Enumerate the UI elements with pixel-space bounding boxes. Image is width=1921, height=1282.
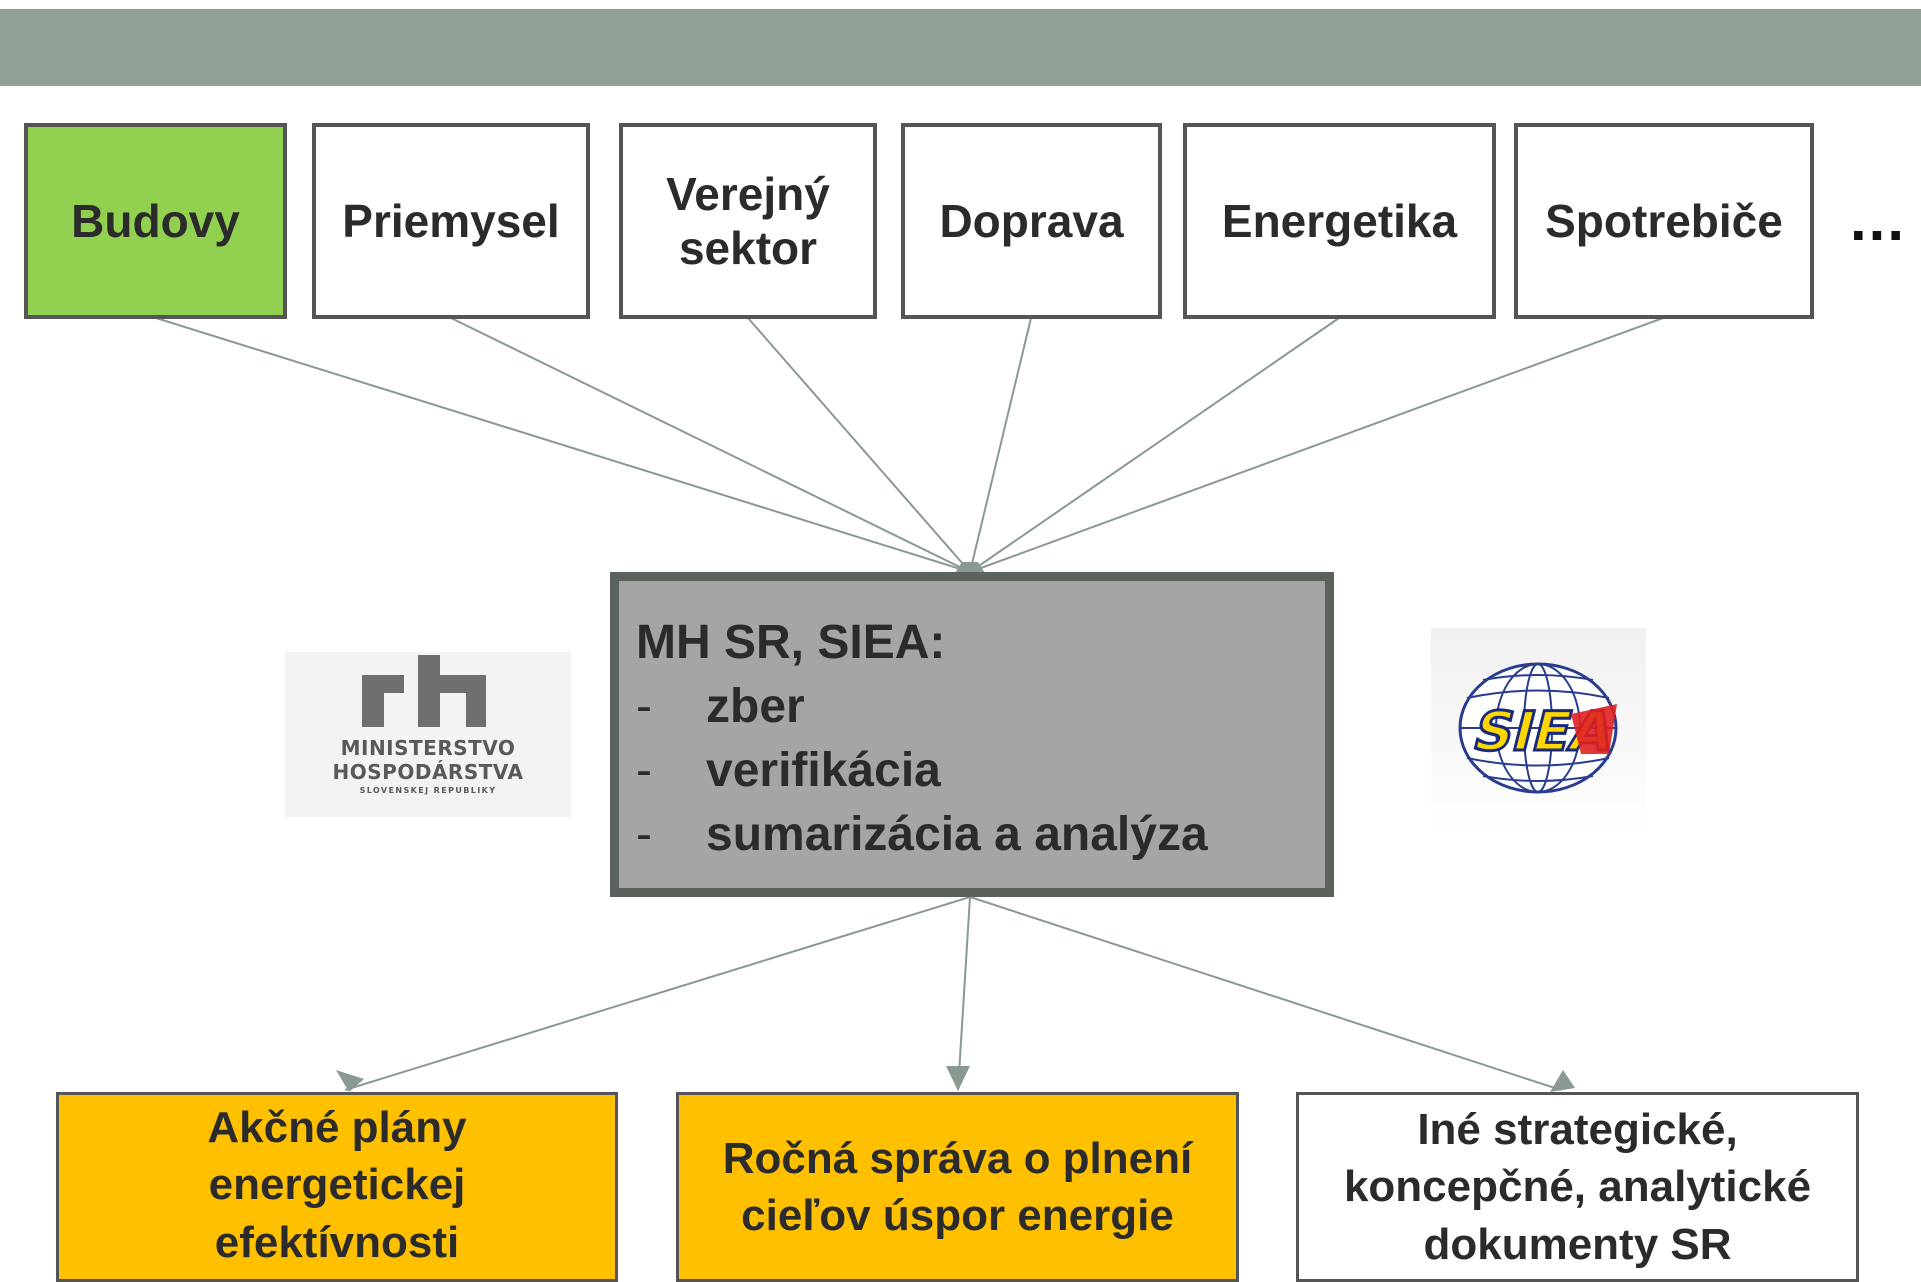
sector-spotrebice: Spotrebiče (1514, 123, 1814, 319)
sector-label: Budovy (71, 194, 240, 247)
bullet-dash: - (636, 680, 652, 733)
connector-energetika (969, 317, 1340, 573)
connector-verejny-sektor (747, 317, 971, 573)
connector-spotrebice (969, 317, 1664, 573)
arrowhead-output-1 (336, 1070, 364, 1092)
connector-budovy (155, 317, 971, 573)
connector-priemysel (450, 317, 971, 573)
more-indicator: ... (1850, 186, 1907, 253)
ministry-logo-line2: HOSPODÁRSTVA (332, 760, 524, 784)
output-label: Akčné plány energetickej efektívnosti (207, 1103, 467, 1267)
siea-logo: SIEA (1431, 628, 1646, 838)
sector-verejny-sektor: Verejný sektor (619, 123, 877, 319)
bullet-dash: - (636, 744, 652, 797)
output-label: Ročná správa o plnení cieľov úspor energ… (722, 1133, 1193, 1240)
sector-label: Doprava (939, 194, 1124, 247)
connector-output-3 (969, 896, 1562, 1091)
ministry-mark-icon (362, 655, 486, 727)
header-bar (0, 9, 1921, 86)
sector-label: Spotrebiče (1545, 194, 1783, 247)
bullet-dash: - (636, 808, 652, 861)
output-label: Iné strategické, koncepčné, analytické d… (1343, 1105, 1812, 1269)
ministry-logo-line1: MINISTERSTVO (340, 736, 516, 760)
output-ine-dokumenty: Iné strategické, koncepčné, analytické d… (1296, 1092, 1859, 1282)
sector-energetika: Energetika (1183, 123, 1496, 319)
sector-priemysel: Priemysel (312, 123, 590, 319)
connector-doprava (969, 317, 1032, 573)
item-text: zber (706, 680, 805, 733)
arrowhead-output-2 (946, 1066, 970, 1091)
central-box-item-zber: - zber (636, 675, 1325, 739)
output-akcne-plany: Akčné plány energetickej efektívnosti (56, 1092, 618, 1282)
arrowhead-center (955, 562, 985, 573)
central-box-item-sumarizacia: - sumarizácia a analýza (636, 803, 1325, 867)
siea-globe-icon: SIEA (1458, 662, 1623, 794)
connector-output-2 (957, 896, 971, 1091)
central-box-item-verifikacia: - verifikácia (636, 739, 1325, 803)
item-text: verifikácia (706, 744, 941, 797)
connector-output-1 (344, 896, 971, 1091)
ministry-logo-line3: SLOVENSKEJ REPUBLIKY (359, 786, 497, 795)
sector-label: Energetika (1221, 194, 1458, 247)
central-box-title: MH SR, SIEA: (636, 616, 946, 669)
sector-label: Verejný sektor (666, 167, 830, 274)
sector-label: Priemysel (342, 194, 560, 247)
item-text: sumarizácia a analýza (706, 808, 1208, 861)
output-rocna-sprava: Ročná správa o plnení cieľov úspor energ… (676, 1092, 1239, 1282)
central-processing-box: MH SR, SIEA: - zber - verifikácia - suma… (610, 572, 1334, 897)
sector-doprava: Doprava (901, 123, 1162, 319)
ministry-logo: MINISTERSTVO HOSPODÁRSTVA SLOVENSKEJ REP… (285, 652, 571, 817)
sector-budovy: Budovy (24, 123, 287, 319)
arrowhead-output-3 (1550, 1070, 1575, 1092)
